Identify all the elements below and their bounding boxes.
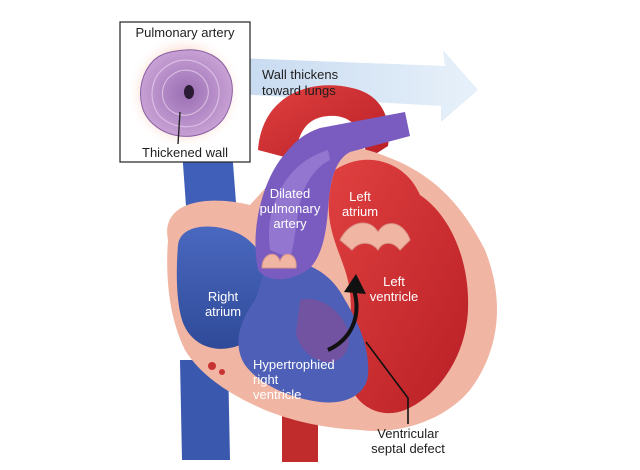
mitral-valve xyxy=(339,222,411,251)
label-rv-1: Hypertrophied xyxy=(253,357,335,372)
label-dilated-pa-3: artery xyxy=(273,216,307,231)
pulmonary-valve xyxy=(261,253,297,269)
label-rv-3: ventricle xyxy=(253,387,301,402)
inset-title: Pulmonary artery xyxy=(136,25,235,40)
blood-spot xyxy=(219,369,225,375)
inset-caption: Thickened wall xyxy=(142,145,228,160)
label-right-atrium-2: atrium xyxy=(205,304,241,319)
label-left-atrium-1: Left xyxy=(349,189,371,204)
artery-wall-layers xyxy=(151,59,220,128)
label-right-atrium-1: Right xyxy=(208,289,239,304)
arrow-note-line1: Wall thickens xyxy=(262,67,339,82)
arrow-note-line2: toward lungs xyxy=(262,83,336,98)
aorta xyxy=(258,85,389,160)
label-left-ventricle-2: ventricle xyxy=(370,289,418,304)
label-vsd-2: septal defect xyxy=(371,441,445,456)
inferior-vena-cava xyxy=(180,360,230,460)
inset-leader-line xyxy=(177,111,181,145)
label-rv-2: right xyxy=(253,372,279,387)
artery-wall-layers xyxy=(161,69,209,116)
pulmonary-artery-highlight xyxy=(268,150,330,258)
vsd-flow-arrowhead xyxy=(344,274,366,294)
vsd-leader-line xyxy=(365,341,409,424)
vsd-flow-arrow xyxy=(327,289,359,352)
label-dilated-pa-1: Dilated xyxy=(270,186,310,201)
blood-spot xyxy=(208,362,216,370)
label-vsd-1: Ventricular xyxy=(377,426,439,441)
label-left-atrium-2: atrium xyxy=(342,204,378,219)
label-left-ventricle-1: Left xyxy=(383,274,405,289)
label-dilated-pa-2: pulmonary xyxy=(260,201,321,216)
artery-lumen xyxy=(184,85,194,99)
thickening-arrow xyxy=(238,50,478,122)
